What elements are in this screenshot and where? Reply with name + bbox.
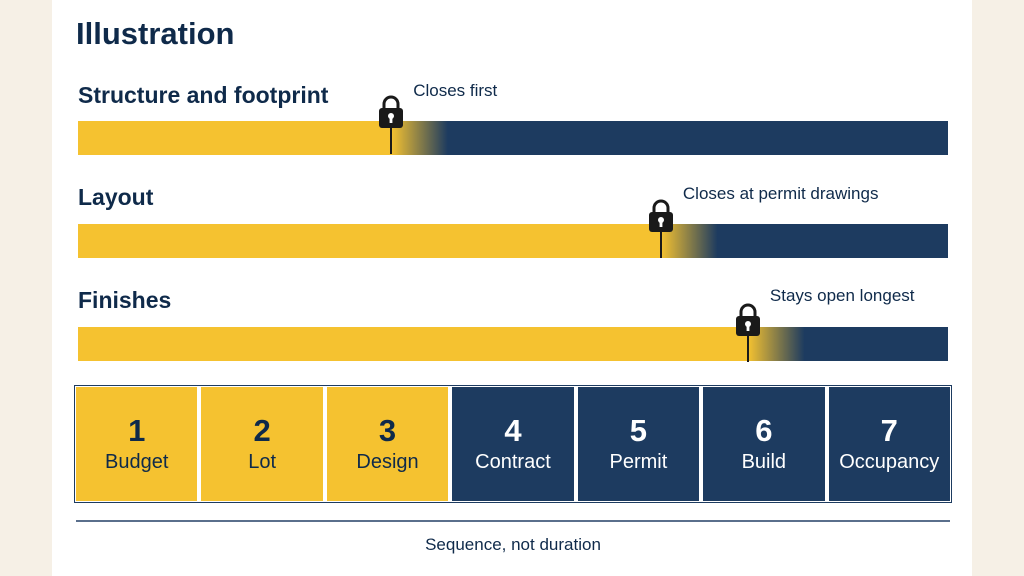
stage-number: 3 <box>378 413 397 448</box>
stage-name: Build <box>741 451 787 473</box>
lock-icon <box>376 94 406 154</box>
stage-design: 3 Design <box>325 386 450 502</box>
stage-number: 4 <box>504 413 522 448</box>
note-structure: Closes first <box>413 81 498 100</box>
footer-caption: Sequence, not duration <box>425 535 601 554</box>
stage-occupancy: 7 Occupancy <box>827 386 951 502</box>
row-label-layout: Layout <box>78 184 154 210</box>
stage-number: 2 <box>253 413 271 448</box>
stage-name: Contract <box>475 451 551 473</box>
stage-name: Permit <box>609 451 668 473</box>
bar-layout <box>78 224 948 258</box>
stage-name: Design <box>356 451 419 473</box>
stage-number: 7 <box>880 413 898 448</box>
divider <box>76 520 950 522</box>
stage-lot: 2 Lot <box>200 386 324 502</box>
bar-structure <box>78 121 948 155</box>
stage-budget: 1 Budget <box>75 386 199 502</box>
stage-sequence: 1 Budget 2 Lot 3 Design 4 Contract 5 Per… <box>74 385 952 503</box>
stage-name: Lot <box>248 451 277 473</box>
stage-build: 6 Build <box>702 386 826 502</box>
stage-name: Occupancy <box>839 451 940 473</box>
row-label-finishes: Finishes <box>78 287 172 313</box>
bar-finishes <box>78 327 948 361</box>
page-title: Illustration <box>76 16 235 51</box>
stage-permit: 5 Permit <box>576 386 701 502</box>
lock-icon <box>646 198 676 258</box>
stage-number: 1 <box>128 413 146 448</box>
row-label-structure: Structure and footprint <box>78 82 329 108</box>
note-layout: Closes at permit drawings <box>682 184 879 203</box>
lock-icon <box>733 302 763 362</box>
stage-number: 5 <box>629 413 648 448</box>
stage-name: Budget <box>105 451 169 473</box>
note-finishes: Stays open longest <box>769 286 915 305</box>
stage-number: 6 <box>755 413 773 448</box>
stage-contract: 4 Contract <box>451 386 575 502</box>
